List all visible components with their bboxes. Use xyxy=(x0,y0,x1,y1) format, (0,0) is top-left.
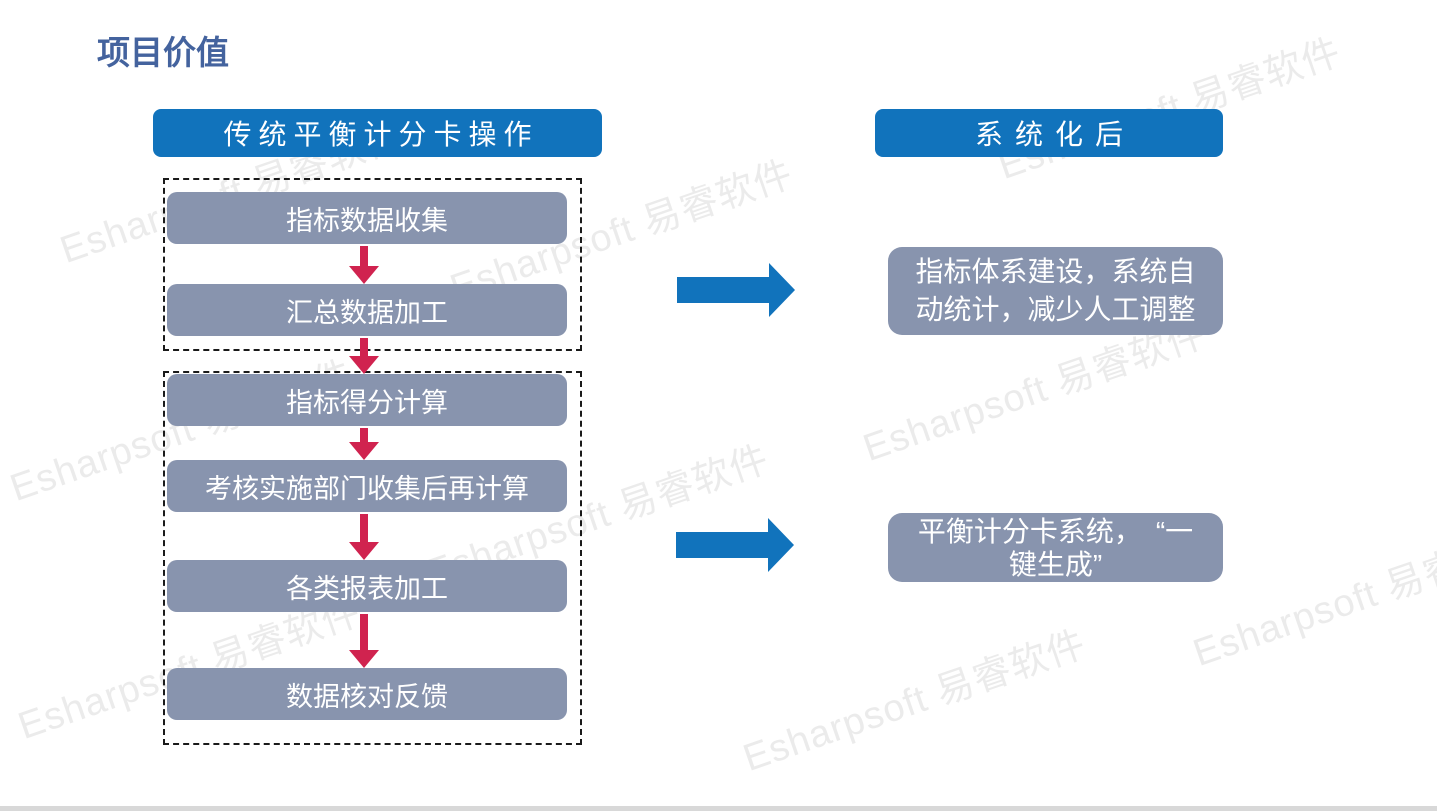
dashed-group-1 xyxy=(163,178,582,351)
result-box-line: 平衡计分卡系统， “一 xyxy=(917,515,1194,547)
watermark-text: Esharpsoft 易睿软件 xyxy=(858,313,1212,470)
right-column-header: 系统化后 xyxy=(875,109,1223,157)
flow-box-collect-data: 指标数据收集 xyxy=(167,192,567,244)
result-box-line: 键生成” xyxy=(1008,548,1103,580)
down-arrow-icon xyxy=(349,338,379,374)
watermark-text: Esharpsoft 易睿软件 xyxy=(738,623,1092,780)
page-title: 项目价值 xyxy=(97,34,229,71)
down-arrow-icon xyxy=(349,246,379,284)
flow-box-dept-recalc: 考核实施部门收集后再计算 xyxy=(167,460,567,512)
left-column-header: 传统平衡计分卡操作 xyxy=(153,109,602,157)
right-arrow-head xyxy=(768,518,794,572)
right-arrow-head xyxy=(769,263,795,317)
result-box-line: 指标体系建设，系统自 xyxy=(915,256,1196,287)
down-arrow-icon xyxy=(349,614,379,668)
right-arrow-shaft xyxy=(676,532,768,558)
watermark-text: Esharpsoft 易睿软件 xyxy=(1188,518,1437,675)
flow-box-summarize-data: 汇总数据加工 xyxy=(167,284,567,336)
down-arrow-icon xyxy=(349,514,379,560)
flow-box-data-feedback: 数据核对反馈 xyxy=(167,668,567,720)
flow-box-score-calc: 指标得分计算 xyxy=(167,374,567,426)
slide-bottom-strip xyxy=(0,806,1437,811)
right-arrow-icon xyxy=(677,263,795,317)
result-box-line: 动统计，减少人工调整 xyxy=(915,294,1196,325)
result-box-one-click: 平衡计分卡系统， “一 键生成” xyxy=(888,513,1223,582)
right-arrow-icon xyxy=(676,518,794,572)
down-arrow-icon xyxy=(349,428,379,460)
right-arrow-shaft xyxy=(677,277,769,303)
result-box-system-stats: 指标体系建设，系统自 动统计，减少人工调整 xyxy=(888,247,1223,335)
flow-box-report-processing: 各类报表加工 xyxy=(167,560,567,612)
